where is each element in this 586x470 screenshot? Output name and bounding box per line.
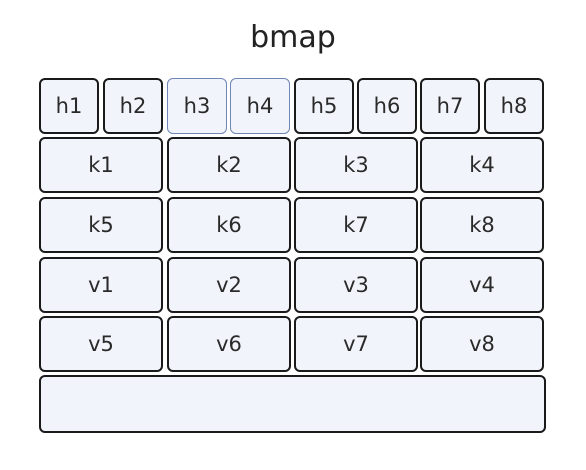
value-cell-2: v2	[167, 257, 291, 313]
hash-cell-5: h5	[294, 78, 354, 134]
hash-cell-3: h3	[167, 78, 227, 134]
key-cell-3: k3	[294, 137, 418, 193]
key-cell-7: k7	[294, 197, 418, 253]
value-cell-8: v8	[420, 316, 544, 372]
value-cell-1: v1	[39, 257, 163, 313]
key-cell-4: k4	[420, 137, 544, 193]
overflow-cell	[39, 375, 546, 433]
value-cell-4: v4	[420, 257, 544, 313]
hash-cell-8: h8	[484, 78, 544, 134]
hash-cell-7: h7	[420, 78, 480, 134]
value-cell-5: v5	[39, 316, 163, 372]
hash-cell-2: h2	[103, 78, 163, 134]
diagram-title: bmap	[250, 20, 336, 55]
value-cell-3: v3	[294, 257, 418, 313]
key-cell-2: k2	[167, 137, 291, 193]
hash-cell-6: h6	[357, 78, 417, 134]
key-cell-5: k5	[39, 197, 163, 253]
key-cell-1: k1	[39, 137, 163, 193]
hash-cell-4: h4	[230, 78, 290, 134]
value-cell-6: v6	[167, 316, 291, 372]
key-cell-6: k6	[167, 197, 291, 253]
key-cell-8: k8	[420, 197, 544, 253]
value-cell-7: v7	[294, 316, 418, 372]
hash-cell-1: h1	[39, 78, 99, 134]
